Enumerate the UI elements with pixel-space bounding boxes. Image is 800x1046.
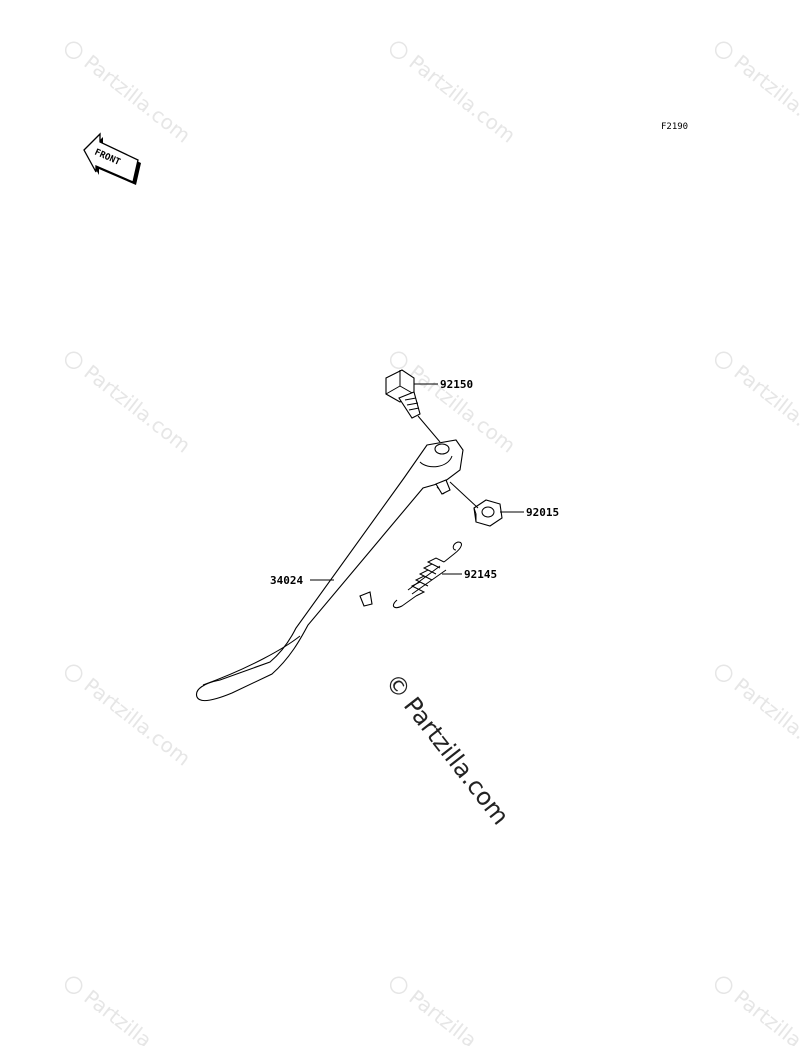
part-number-spring: 92145 [464, 568, 497, 581]
watermark-text: Partzilla.com [80, 50, 196, 148]
part-number-nut: 92015 [526, 506, 559, 519]
watermark-text: Partzilla.com [730, 360, 800, 458]
watermark-text: Partzilla.com [80, 985, 196, 1046]
watermark-text: Partzilla.com [405, 985, 521, 1046]
watermark-main: © Partzilla.com [380, 668, 515, 830]
leader-lines [310, 383, 524, 581]
watermark-grid: Partzilla.com Partzilla.com Partzilla.co… [64, 41, 800, 1046]
watermark-text: Partzilla.com [405, 50, 521, 148]
watermark-text: Partzilla.com [730, 985, 800, 1046]
part-number-bolt: 92150 [440, 378, 473, 391]
figure-code: F2190 [661, 122, 688, 132]
watermark-text: Partzilla.com [730, 50, 800, 148]
nut [473, 499, 503, 527]
side-stand [195, 439, 464, 702]
watermark-text: Partzilla.com [80, 673, 196, 771]
watermark-text: Partzilla.com [405, 360, 521, 458]
front-arrow: FRONT [83, 132, 141, 185]
watermark-text: Partzilla.com [730, 673, 800, 771]
part-number-side-stand: 34024 [270, 574, 303, 587]
bolt [385, 369, 421, 419]
spring [392, 541, 462, 609]
watermark-text: Partzilla.com [80, 360, 196, 458]
watermark-main-text: Partzilla.com [398, 692, 515, 830]
